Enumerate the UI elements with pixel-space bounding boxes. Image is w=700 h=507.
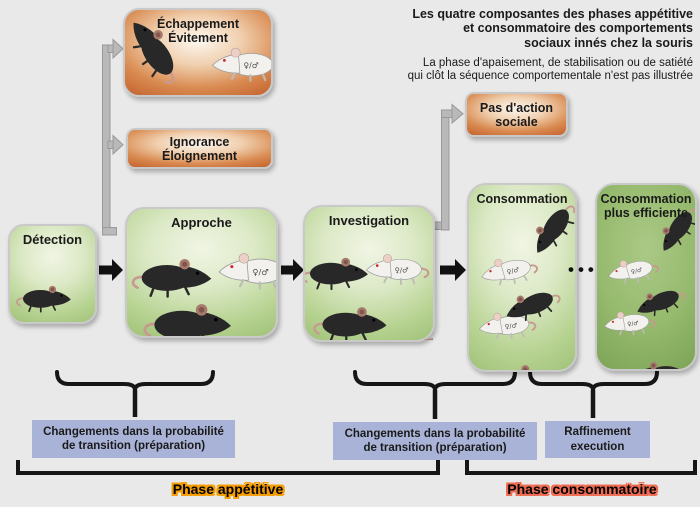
white-mouse-icon <box>365 253 430 285</box>
black-mouse-icon <box>143 303 232 336</box>
box-ignore-line1: Ignorance <box>169 134 230 149</box>
gray-line-vertical-left <box>102 44 111 236</box>
gray-arrowhead-noaction-icon <box>451 103 464 125</box>
box-detection-label: Détection <box>22 232 83 247</box>
gray-line-foot-left <box>102 227 117 236</box>
box-investigation-label: Investigation <box>328 213 410 228</box>
figure-title-line: Les quatre composantes des phases appéti… <box>412 7 693 21</box>
box-escape-line2: Évitement <box>168 31 228 45</box>
box-noaction-line2: sociale <box>495 114 538 129</box>
black-mouse-icon <box>524 196 575 262</box>
white-mouse-icon <box>211 47 271 82</box>
box-efficient-line1: Consommation <box>600 192 692 206</box>
white-mouse-icon <box>218 252 276 290</box>
box-approach-label: Approche <box>171 215 232 230</box>
white-mouse-icon <box>477 250 541 291</box>
box-approach: Approche <box>125 207 278 338</box>
box-efficient-line2: plus efficiente <box>603 206 689 220</box>
annotation-transition-2: Changements dans la probabilité de trans… <box>333 422 537 460</box>
black-mouse-icon <box>305 256 369 291</box>
consummatory-phase-label: Phase consommatoire <box>507 481 657 497</box>
figure-title-line: et consommatoire des comportements <box>463 21 693 36</box>
box-ignorance: Ignorance Éloignement <box>126 128 273 169</box>
annotation-refinement-line2: execution <box>570 440 625 453</box>
box-investigation: Investigation <box>303 205 435 342</box>
figure-subtitle-line: qui clôt la séquence comportementale n'e… <box>407 70 693 83</box>
arrow-approach-investigation-icon <box>281 259 304 281</box>
annotation-transition-1-line1: Changements dans la probabilité <box>43 425 224 438</box>
box-escape-avoidance: Échappement Évitement <box>123 8 273 97</box>
white-mouse-icon <box>602 307 657 339</box>
arrow-investigation-consummation-icon <box>440 259 466 281</box>
consummatory-phase-line <box>465 460 697 475</box>
ellipsis-dots: ••• <box>568 260 598 279</box>
gray-line-vertical-right <box>441 109 450 231</box>
black-mouse-icon <box>313 306 388 340</box>
box-ignore-line2: Éloignement <box>161 148 237 163</box>
brace-consummation-efficient <box>528 370 659 391</box>
brace-investigation-consummation <box>353 370 517 391</box>
box-escape-line1: Échappement <box>157 17 239 31</box>
white-mouse-icon <box>605 252 661 289</box>
annotation-transition-2-line1: Changements dans la probabilité <box>344 427 526 440</box>
black-mouse-icon <box>132 258 213 298</box>
box-no-social-action: Pas d'action sociale <box>465 92 568 137</box>
figure-title-line: sociaux innés chez la souris <box>524 35 693 50</box>
box-consummation-label: Consommation <box>476 192 568 206</box>
box-noaction-line1: Pas d'action <box>479 100 554 115</box>
black-mouse-icon <box>503 364 567 370</box>
arrow-detection-approach-icon <box>99 259 123 281</box>
figure-subtitle-line: La phase d'apaisement, de stabilisation … <box>422 56 693 69</box>
gray-arrowhead-ignore-icon <box>112 134 124 156</box>
black-mouse-icon <box>633 360 691 369</box>
black-mouse-icon <box>15 284 72 313</box>
consummation-scene <box>476 196 575 370</box>
appetitive-phase-label: Phase appétitive <box>172 481 284 497</box>
box-consummation: Consommation <box>467 183 577 372</box>
box-consummation-efficient: Consommation plus efficiente <box>595 183 697 371</box>
appetitive-phase-line <box>16 460 440 475</box>
gray-arrowhead-escape-icon <box>112 38 124 60</box>
figure-subtitle: La phase d'apaisement, de stabilisation … <box>408 57 693 84</box>
annotation-transition-2-line2: de transition (préparation) <box>363 442 507 454</box>
annotation-transition-1-line2: de transition (préparation) <box>61 440 206 452</box>
box-detection: Détection <box>8 224 97 324</box>
annotation-refinement-line1: Raffinement <box>564 426 631 439</box>
annotation-refinement: Raffinement execution <box>545 421 650 458</box>
annotation-transition-1: Changements dans la probabilité de trans… <box>32 420 235 458</box>
brace-detection-approach <box>55 370 215 391</box>
figure-title-block: Les quatre composantes des phases appéti… <box>408 7 693 83</box>
